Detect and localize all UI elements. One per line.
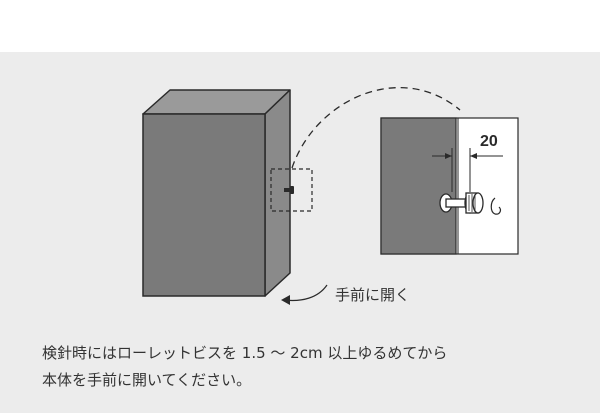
detail-wall-surface [380,117,457,255]
zoom-connector-line [291,86,461,169]
cabinet-box [142,89,291,297]
knurled-screw-icon [439,192,484,214]
cabinet-side-face [264,89,291,297]
caption-line-1: 検針時にはローレットビスを 1.5 ～ 2cm 以上ゆるめてから [42,344,448,362]
instruction-caption: 検針時にはローレットビスを 1.5 ～ 2cm 以上ゆるめてから 本体を手前に開… [42,340,582,394]
small-screw-icon [284,186,294,194]
rotation-arrow-icon [490,197,501,215]
dimension-label: 20 [480,133,498,150]
caption-line-2: 本体を手前に開いてください。 [42,371,252,389]
detail-view [380,117,519,255]
open-direction-arrow [283,284,328,302]
open-direction-label: 手前に開く [335,286,410,304]
cabinet-front-face [142,113,266,297]
